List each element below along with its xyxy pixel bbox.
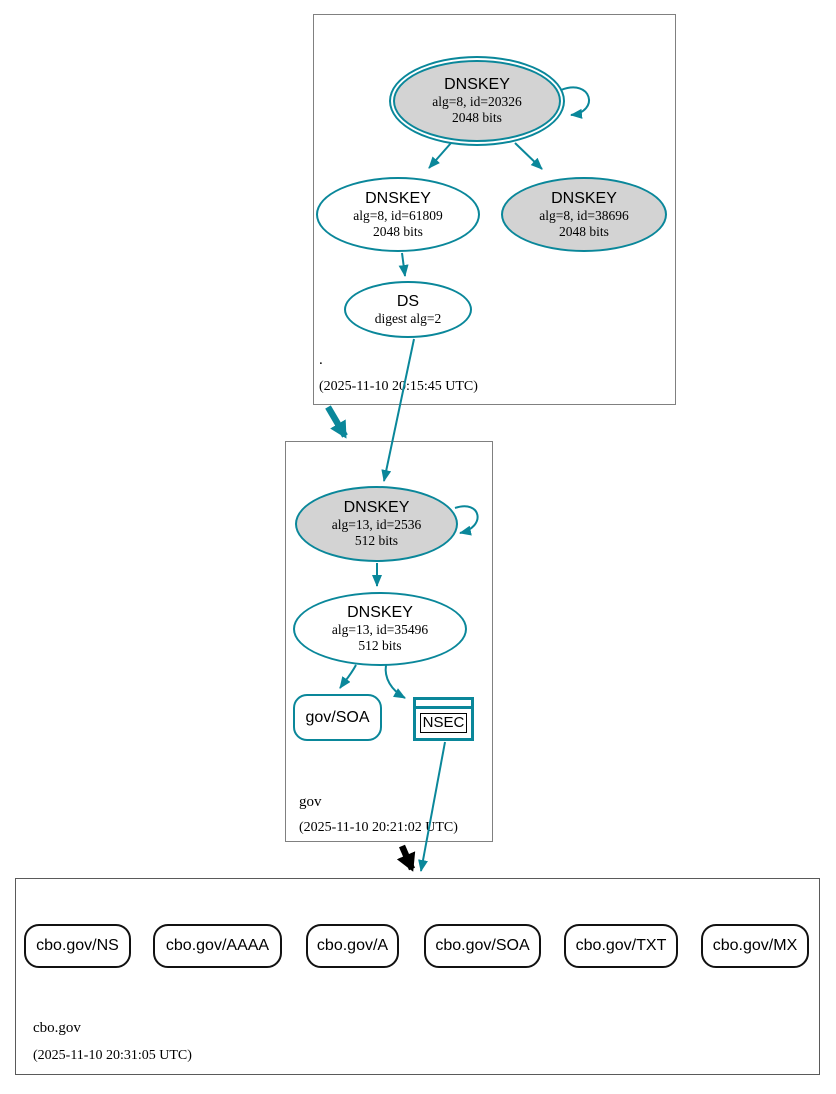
node-bits: 2048 bits xyxy=(452,110,502,125)
node-bits: 2048 bits xyxy=(559,223,609,239)
nsec-header-band xyxy=(416,700,471,709)
node-cbo-gov-mx[interactable]: cbo.gov/MX xyxy=(701,924,809,968)
node-alg-id: alg=8, id=61809 xyxy=(353,207,443,223)
edge-delegation-root-to-gov xyxy=(325,405,348,439)
node-nsec[interactable]: NSEC xyxy=(413,697,474,741)
node-title: DNSKEY xyxy=(347,604,413,621)
node-gov-ksk-dnskey-2536[interactable]: DNSKEY alg=13, id=2536 512 bits xyxy=(295,486,458,562)
zone-timestamp-root: (2025-11-10 20:15:45 UTC) xyxy=(319,379,478,394)
node-root-ksk-dnskey-20326[interactable]: DNSKEY alg=8, id=20326 2048 bits xyxy=(389,56,565,146)
node-digest: digest alg=2 xyxy=(374,310,442,326)
zone-timestamp-gov: (2025-11-10 20:21:02 UTC) xyxy=(299,820,458,835)
node-gov-soa[interactable]: gov/SOA xyxy=(293,694,382,741)
node-cbo-gov-a[interactable]: cbo.gov/A xyxy=(306,924,399,968)
node-bits: 2048 bits xyxy=(373,223,423,239)
node-title: DNSKEY xyxy=(365,189,431,207)
node-title: DNSKEY xyxy=(343,499,410,516)
node-title: DNSKEY xyxy=(444,76,510,93)
node-title: DNSKEY xyxy=(551,189,617,207)
zone-name-root: . xyxy=(319,352,323,368)
node-alg-id: alg=13, id=35496 xyxy=(331,622,429,637)
node-ds-gov[interactable]: DS digest alg=2 xyxy=(344,281,472,338)
zone-box-cbo-gov xyxy=(15,878,820,1075)
nsec-label: NSEC xyxy=(419,713,468,733)
zone-name-cbo-gov: cbo.gov xyxy=(33,1020,81,1036)
node-root-dnskey-61809[interactable]: DNSKEY alg=8, id=61809 2048 bits xyxy=(316,177,480,252)
node-cbo-gov-soa[interactable]: cbo.gov/SOA xyxy=(424,924,541,968)
node-alg-id: alg=8, id=38696 xyxy=(539,207,629,223)
node-cbo-gov-aaaa[interactable]: cbo.gov/AAAA xyxy=(153,924,282,968)
node-alg-id: alg=13, id=2536 xyxy=(331,517,422,532)
node-alg-id: alg=8, id=20326 xyxy=(432,94,522,109)
node-gov-dnskey-35496[interactable]: DNSKEY alg=13, id=35496 512 bits xyxy=(293,592,467,666)
node-root-dnskey-38696[interactable]: DNSKEY alg=8, id=38696 2048 bits xyxy=(501,177,667,252)
node-cbo-gov-ns[interactable]: cbo.gov/NS xyxy=(24,924,131,968)
edge-delegation-gov-to-cbo-gov xyxy=(396,844,416,872)
node-cbo-gov-txt[interactable]: cbo.gov/TXT xyxy=(564,924,678,968)
node-title: DS xyxy=(396,292,420,310)
node-root-ksk-inner: DNSKEY alg=8, id=20326 2048 bits xyxy=(393,60,561,142)
zone-name-gov: gov xyxy=(299,794,322,810)
zone-timestamp-cbo-gov: (2025-11-10 20:31:05 UTC) xyxy=(33,1048,192,1063)
nsec-body: NSEC xyxy=(416,709,471,737)
node-bits: 512 bits xyxy=(354,533,399,548)
node-bits: 512 bits xyxy=(358,638,402,653)
